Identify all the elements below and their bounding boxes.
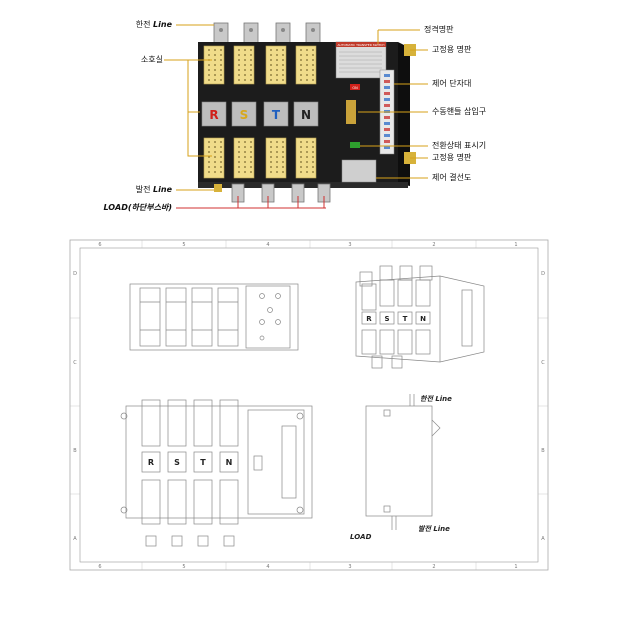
control-wiring-plate	[341, 159, 377, 183]
front-phase-n: N	[226, 458, 233, 467]
col-num-bottom-1: 1	[514, 564, 517, 570]
phase-n-label: N	[301, 108, 311, 122]
label-arc-chute: 소호실	[140, 55, 163, 64]
handle-insert	[346, 100, 356, 124]
phase-plates	[201, 101, 319, 127]
row-letter-left-c: C	[73, 360, 77, 366]
indicator-on	[350, 84, 360, 90]
row-letter-left-d: D	[73, 271, 77, 277]
side-gen-line-label: 발전 Line	[418, 525, 450, 533]
row-letter-left-a: A	[73, 536, 77, 542]
view-side	[365, 394, 441, 530]
arc-chutes-lower	[203, 137, 317, 179]
label-handle-insert: 수동핸들 삽입구	[432, 107, 487, 116]
phase-s-label: S	[240, 108, 249, 122]
front-phase-t: T	[200, 458, 206, 467]
col-num-bottom-2: 2	[432, 564, 435, 570]
front-phase-s: S	[174, 458, 180, 467]
col-num-bottom-3: 3	[348, 564, 351, 570]
label-gen-line: 발전 Line	[135, 185, 172, 194]
col-num-top-1: 1	[514, 242, 517, 248]
front-phase-r: R	[148, 458, 154, 467]
col-num-bottom-4: 4	[266, 564, 269, 570]
top-terminals	[213, 22, 321, 46]
load-lines	[176, 196, 326, 209]
iso-phase-t: T	[403, 315, 408, 323]
label-switch-indicator: 전환상태 표시기	[432, 141, 487, 150]
label-control-wiring: 제어 결선도	[432, 173, 472, 182]
drawing-frame-inner	[79, 247, 539, 563]
view-front	[120, 399, 313, 547]
phase-r-label: R	[209, 108, 218, 122]
frame-ticks	[70, 240, 548, 570]
row-letter-right-b: B	[541, 448, 545, 454]
row-letter-right-c: C	[541, 360, 545, 366]
side-load-label: LOAD	[350, 533, 372, 541]
col-num-top-2: 2	[432, 242, 435, 248]
indicator-off	[350, 142, 360, 148]
phase-t-label: T	[272, 108, 281, 122]
col-num-bottom-6: 6	[98, 564, 101, 570]
label-fix-plate-bottom: 고정용 명판	[432, 153, 472, 162]
label-load: LOAD(하단부스바)	[103, 203, 172, 212]
col-num-top-5: 5	[182, 242, 185, 248]
col-num-top-4: 4	[266, 242, 269, 248]
drawing-frame-outer	[69, 239, 549, 571]
label-rating-plate: 정격명판	[424, 25, 454, 34]
iso-phase-r: R	[366, 315, 372, 323]
side-main-line-label: 한전 Line	[420, 395, 452, 403]
label-main-line: 한전 Line	[135, 20, 172, 29]
col-num-top-3: 3	[348, 242, 351, 248]
label-fix-plate-top: 고정용 명판	[432, 45, 472, 54]
row-letter-left-b: B	[73, 448, 77, 454]
iso-phase-n: N	[420, 315, 426, 323]
leader-lines	[164, 24, 428, 191]
rating-plate-title: AUTOMATIC TRANSFER SWITCH	[337, 43, 384, 47]
label-control-terminal: 제어 단자대	[432, 79, 472, 88]
bottom-terminals	[231, 183, 331, 203]
view-isometric	[355, 265, 485, 369]
view-top	[129, 283, 299, 351]
indicator-on-text: ON	[352, 86, 358, 90]
row-letter-right-d: D	[541, 271, 545, 277]
col-num-bottom-5: 5	[182, 564, 185, 570]
row-letter-right-a: A	[541, 536, 545, 542]
iso-phase-s: S	[384, 315, 389, 323]
col-num-top-6: 6	[98, 242, 101, 248]
